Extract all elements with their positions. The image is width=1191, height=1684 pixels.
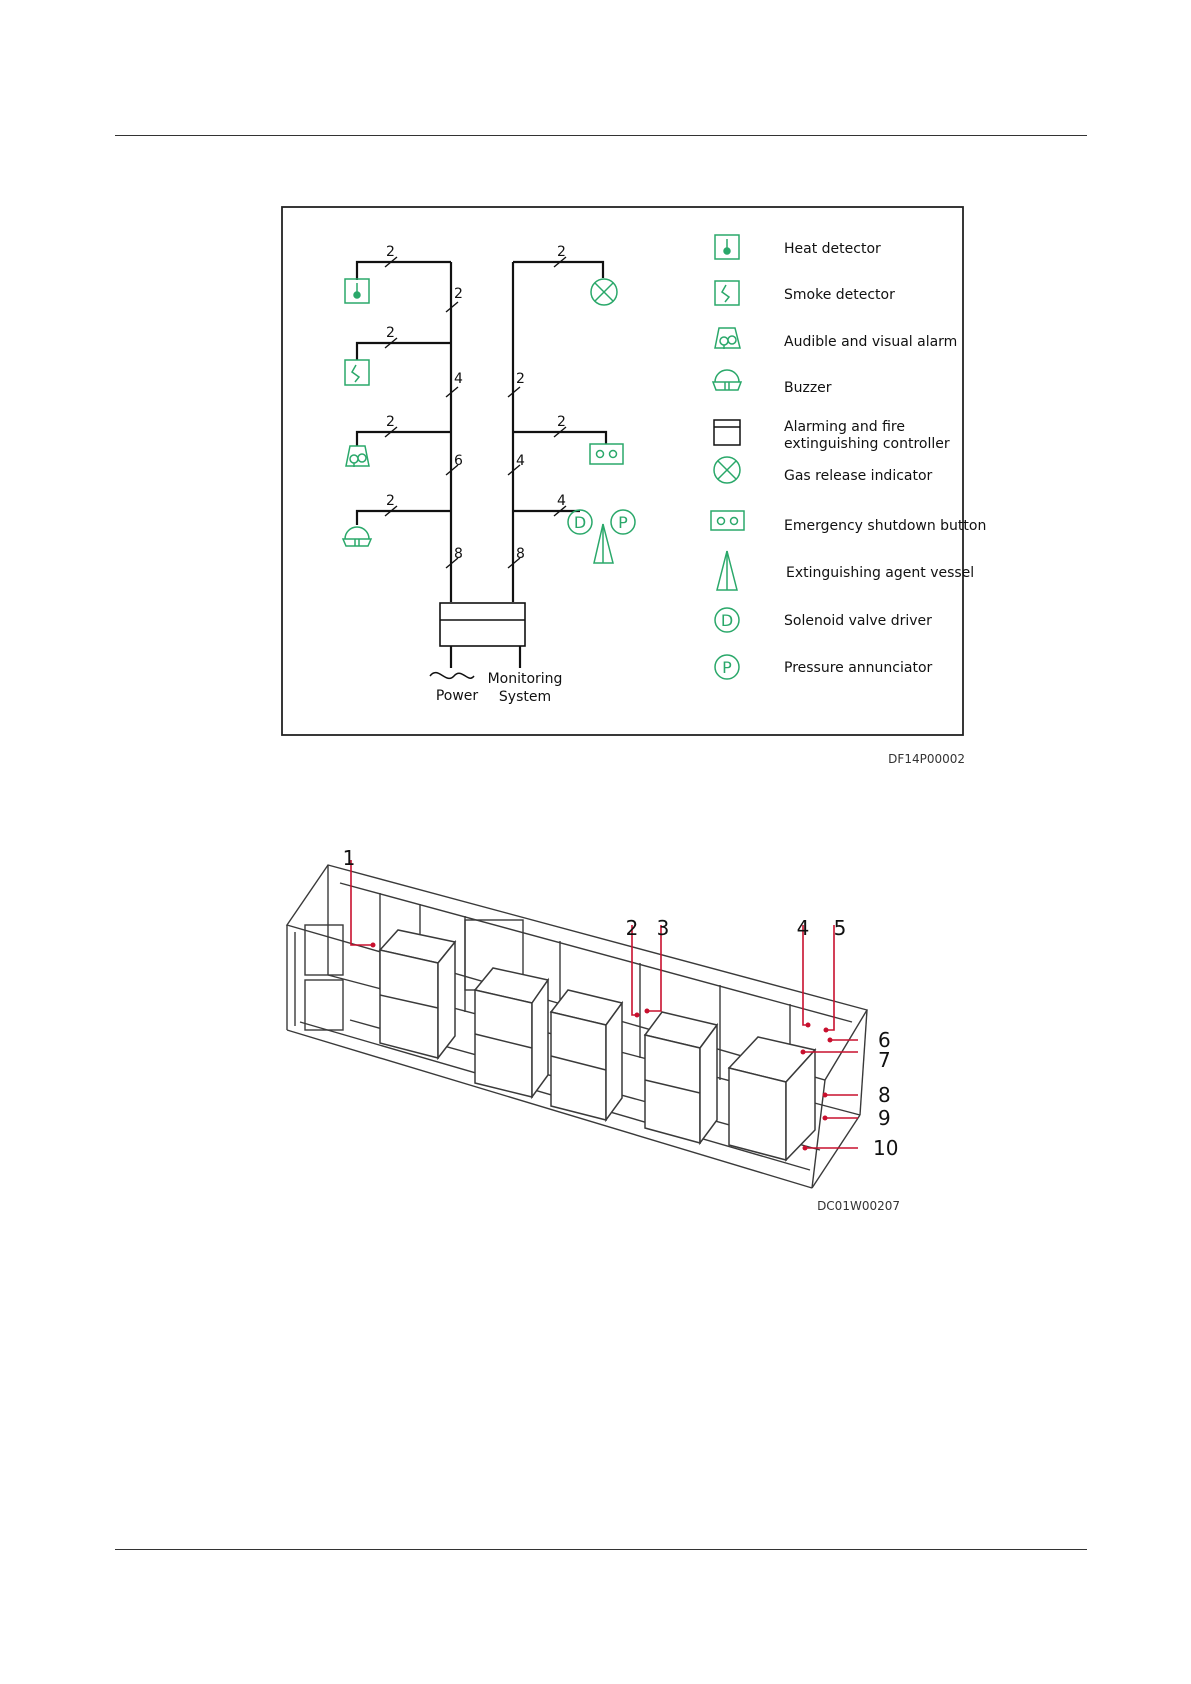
solenoid-letter: D — [721, 611, 733, 630]
battery-cabinets — [378, 929, 817, 1162]
wire-count: 2 — [557, 414, 566, 430]
emergency-shutdown-button-icon — [710, 510, 745, 531]
callout-number: 8 — [878, 1083, 891, 1107]
figure-code: DF14P00002 — [888, 752, 965, 766]
figure-code: DC01W00207 — [817, 1199, 900, 1213]
heat-detector-icon — [344, 278, 370, 304]
wire-count: 2 — [386, 325, 395, 341]
legend-label: Extinguishing agent vessel — [786, 565, 974, 581]
wire-count: 2 — [516, 371, 525, 387]
diagram-frame — [281, 206, 964, 736]
gas-release-indicator-icon — [590, 278, 618, 306]
power-wave-icon — [429, 671, 475, 679]
pressure-annunciator-icon — [610, 509, 636, 535]
callout-markers — [370, 942, 833, 1151]
callout-number: 6 — [878, 1028, 891, 1052]
callout-number: 9 — [878, 1106, 891, 1130]
wire-count: 2 — [454, 286, 463, 302]
header-rule — [115, 135, 1087, 136]
legend-label: Buzzer — [784, 380, 832, 396]
solenoid-letter: D — [574, 513, 586, 532]
control-cabinet — [727, 1036, 817, 1162]
wire-count: 8 — [516, 546, 525, 562]
callout-number: 7 — [878, 1048, 891, 1072]
legend-label: Smoke detector — [784, 287, 895, 303]
legend-label: Gas release indicator — [784, 468, 933, 484]
monitoring-label: System — [499, 689, 551, 705]
wire-count: 4 — [454, 371, 463, 387]
smoke-detector-icon — [344, 359, 370, 386]
monitoring-label: Monitoring — [488, 671, 563, 687]
legend-label: Alarming and fire — [784, 419, 905, 435]
power-label: Power — [436, 688, 479, 704]
wiring-lines — [355, 260, 608, 668]
solenoid-valve-driver-icon — [567, 509, 593, 535]
wire-count: 4 — [557, 493, 566, 509]
wire-count: 6 — [454, 453, 463, 469]
legend-label: Heat detector — [784, 241, 881, 257]
audible-visual-alarm-icon — [345, 445, 370, 467]
battery-cabinet — [549, 989, 624, 1123]
pressure-annunciator-icon — [714, 654, 740, 680]
footer-rule — [115, 1549, 1087, 1550]
audible-visual-alarm-icon — [714, 327, 741, 349]
wire-count: 4 — [516, 453, 525, 469]
legend-label: Pressure annunciator — [784, 660, 933, 676]
extinguishing-agent-vessel-icon — [593, 523, 614, 564]
controller-box — [439, 602, 526, 647]
controller-icon — [713, 419, 741, 446]
callout-number: 1 — [343, 846, 356, 870]
callout-number: 4 — [797, 916, 810, 940]
callout-number: 10 — [873, 1136, 898, 1160]
wire-count: 2 — [386, 244, 395, 260]
legend-label: Solenoid valve driver — [784, 613, 932, 629]
callout-number: 3 — [657, 916, 670, 940]
heat-detector-icon — [714, 234, 740, 260]
battery-cabinet — [473, 967, 550, 1100]
solenoid-valve-driver-icon — [714, 607, 740, 633]
fire-system-wiring-diagram: 2 2 2 4 2 6 2 8 2 2 2 4 4 8 — [281, 206, 986, 766]
gas-release-indicator-icon — [713, 456, 741, 484]
wire-count: 8 — [454, 546, 463, 562]
wire-count: 2 — [386, 414, 395, 430]
callout-number: 5 — [834, 916, 847, 940]
extinguishing-agent-vessel-icon — [716, 550, 738, 591]
wire-count: 2 — [386, 493, 395, 509]
smoke-detector-icon — [714, 280, 740, 306]
wire-count: 2 — [557, 244, 566, 260]
pressure-letter: P — [618, 513, 628, 532]
battery-cabinet — [378, 929, 457, 1061]
buzzer-icon — [711, 369, 743, 391]
buzzer-icon — [341, 526, 373, 547]
wire-slash-marks — [384, 256, 567, 569]
callout-number: 2 — [626, 916, 639, 940]
legend-label: Audible and visual alarm — [784, 334, 957, 350]
legend-label: Emergency shutdown button — [784, 518, 986, 534]
battery-cabinet — [643, 1011, 719, 1146]
pressure-letter: P — [722, 658, 732, 677]
legend-label: extinguishing controller — [784, 436, 950, 452]
emergency-shutdown-button-icon — [589, 443, 624, 465]
